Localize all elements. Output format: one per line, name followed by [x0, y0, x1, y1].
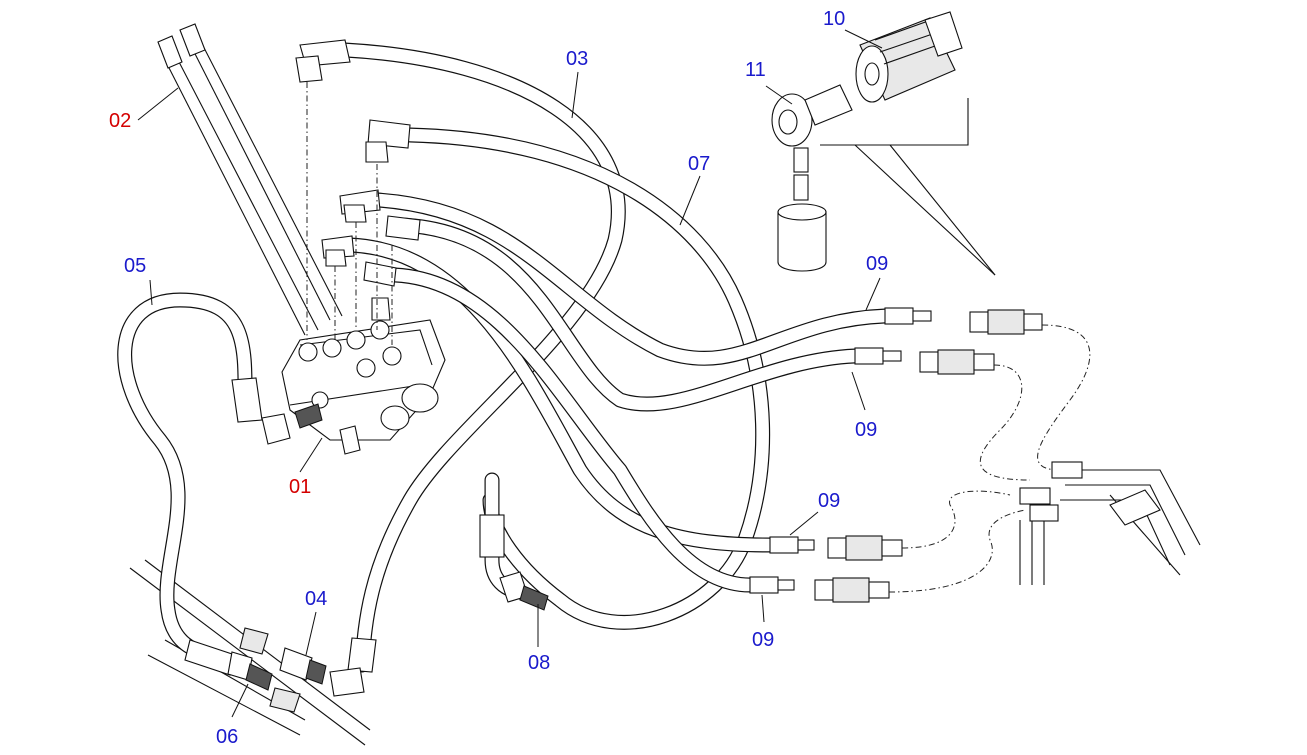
fitting-04 [239, 627, 327, 713]
adapter-11 [771, 84, 853, 272]
label-03: 03 [566, 48, 588, 70]
hose-02 [157, 23, 343, 336]
label-05: 05 [124, 255, 146, 277]
coupler-2 [919, 349, 995, 375]
coupler-10 [855, 11, 963, 103]
hose-07 [365, 119, 771, 630]
coupler-3 [827, 535, 903, 561]
control-valve-01 [281, 319, 446, 455]
leader-lines [137, 29, 883, 718]
hose-05 [117, 292, 291, 663]
label-07: 07 [688, 153, 710, 175]
hose-09-upper-a [370, 192, 932, 366]
hose-09-lower-a [342, 237, 815, 554]
label-06: 06 [216, 726, 238, 748]
hose-08 [479, 472, 549, 611]
hose-09-upper-b [392, 217, 902, 412]
label-01: 01 [289, 476, 311, 498]
hose-end-fittings [321, 189, 421, 321]
coupler-4 [814, 577, 890, 603]
label-08: 08 [528, 652, 550, 674]
hose-09-lower-b [387, 267, 795, 594]
label-02: 02 [109, 110, 131, 132]
label-09-middle: 09 [855, 419, 877, 441]
tractor-manifold [1019, 461, 1201, 585]
label-11: 11 [745, 59, 766, 81]
quick-couplers [814, 309, 1043, 603]
label-04: 04 [305, 588, 327, 610]
callout-labels: 01 02 03 04 05 06 07 08 09 09 09 09 10 1… [109, 8, 888, 748]
label-09-lower-right: 09 [818, 490, 840, 512]
inset-pointer [820, 98, 996, 276]
label-10: 10 [823, 8, 845, 30]
fitting-06 [184, 639, 273, 691]
label-09-bottom: 09 [752, 629, 774, 651]
routing-lines [888, 324, 1091, 593]
alignment-lines [306, 82, 393, 345]
coupler-1 [969, 309, 1043, 335]
label-09-upper-right: 09 [866, 253, 888, 275]
